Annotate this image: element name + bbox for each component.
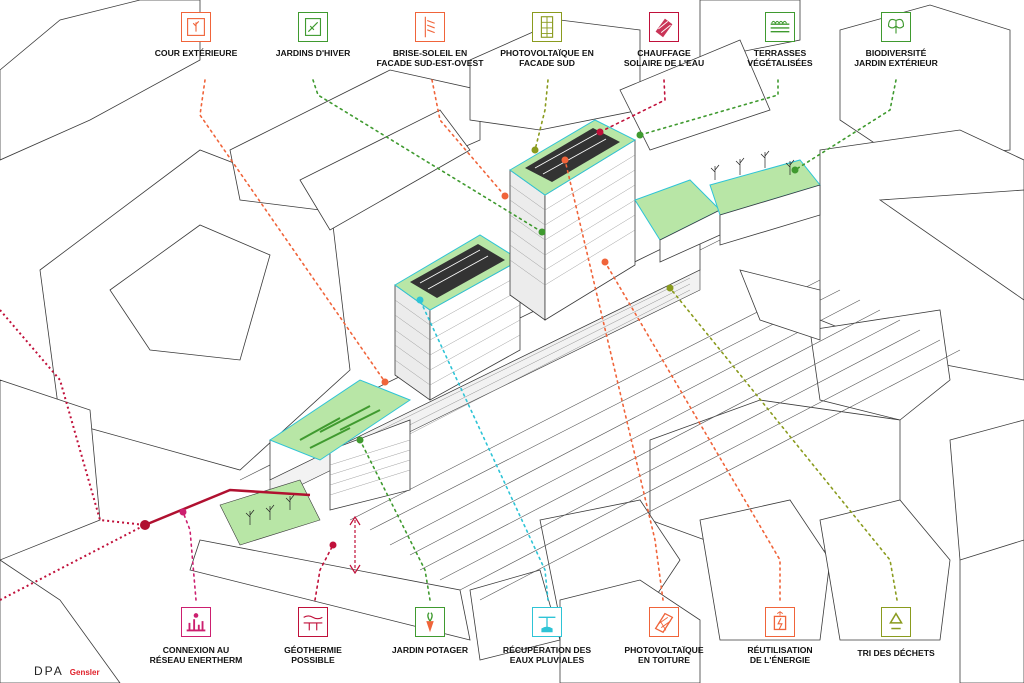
solar-water-icon bbox=[649, 12, 679, 42]
energy-reuse-icon bbox=[765, 607, 795, 637]
logo-dpa: DPA bbox=[34, 664, 64, 678]
label-winter-gardens: JARDINS D'HIVER bbox=[275, 48, 351, 58]
rainwater-icon bbox=[532, 607, 562, 637]
roof-pv-icon bbox=[649, 607, 679, 637]
network-icon bbox=[181, 607, 211, 637]
geothermal-icon bbox=[298, 607, 328, 637]
firm-logo: DPA Gensler bbox=[34, 662, 100, 680]
bridge-building bbox=[634, 159, 821, 263]
label-recycling: TRI DES DÉCHETS bbox=[857, 648, 935, 658]
enertherm-network bbox=[0, 309, 361, 601]
label-courtyard: COUR EXTÉRIEURE bbox=[154, 48, 238, 58]
leader-endpoints bbox=[179, 128, 799, 549]
leader-lines bbox=[182, 79, 898, 601]
green-roof-left bbox=[268, 379, 412, 461]
vegetable-garden-icon bbox=[415, 607, 445, 637]
trees bbox=[245, 150, 795, 525]
sunshade-icon bbox=[415, 12, 445, 42]
courtyard-icon bbox=[181, 12, 211, 42]
green-terrace-icon bbox=[765, 12, 795, 42]
winter-garden-icon bbox=[298, 12, 328, 42]
biodiversity-icon bbox=[881, 12, 911, 42]
label-vegetable-garden: JARDIN POTAGER bbox=[391, 645, 469, 655]
streets bbox=[189, 269, 821, 641]
logo-gensler: Gensler bbox=[69, 668, 100, 677]
facade-pv-icon bbox=[532, 12, 562, 42]
tower-right bbox=[509, 119, 637, 321]
green-roof-stripes bbox=[299, 405, 381, 449]
recycling-icon bbox=[881, 607, 911, 637]
